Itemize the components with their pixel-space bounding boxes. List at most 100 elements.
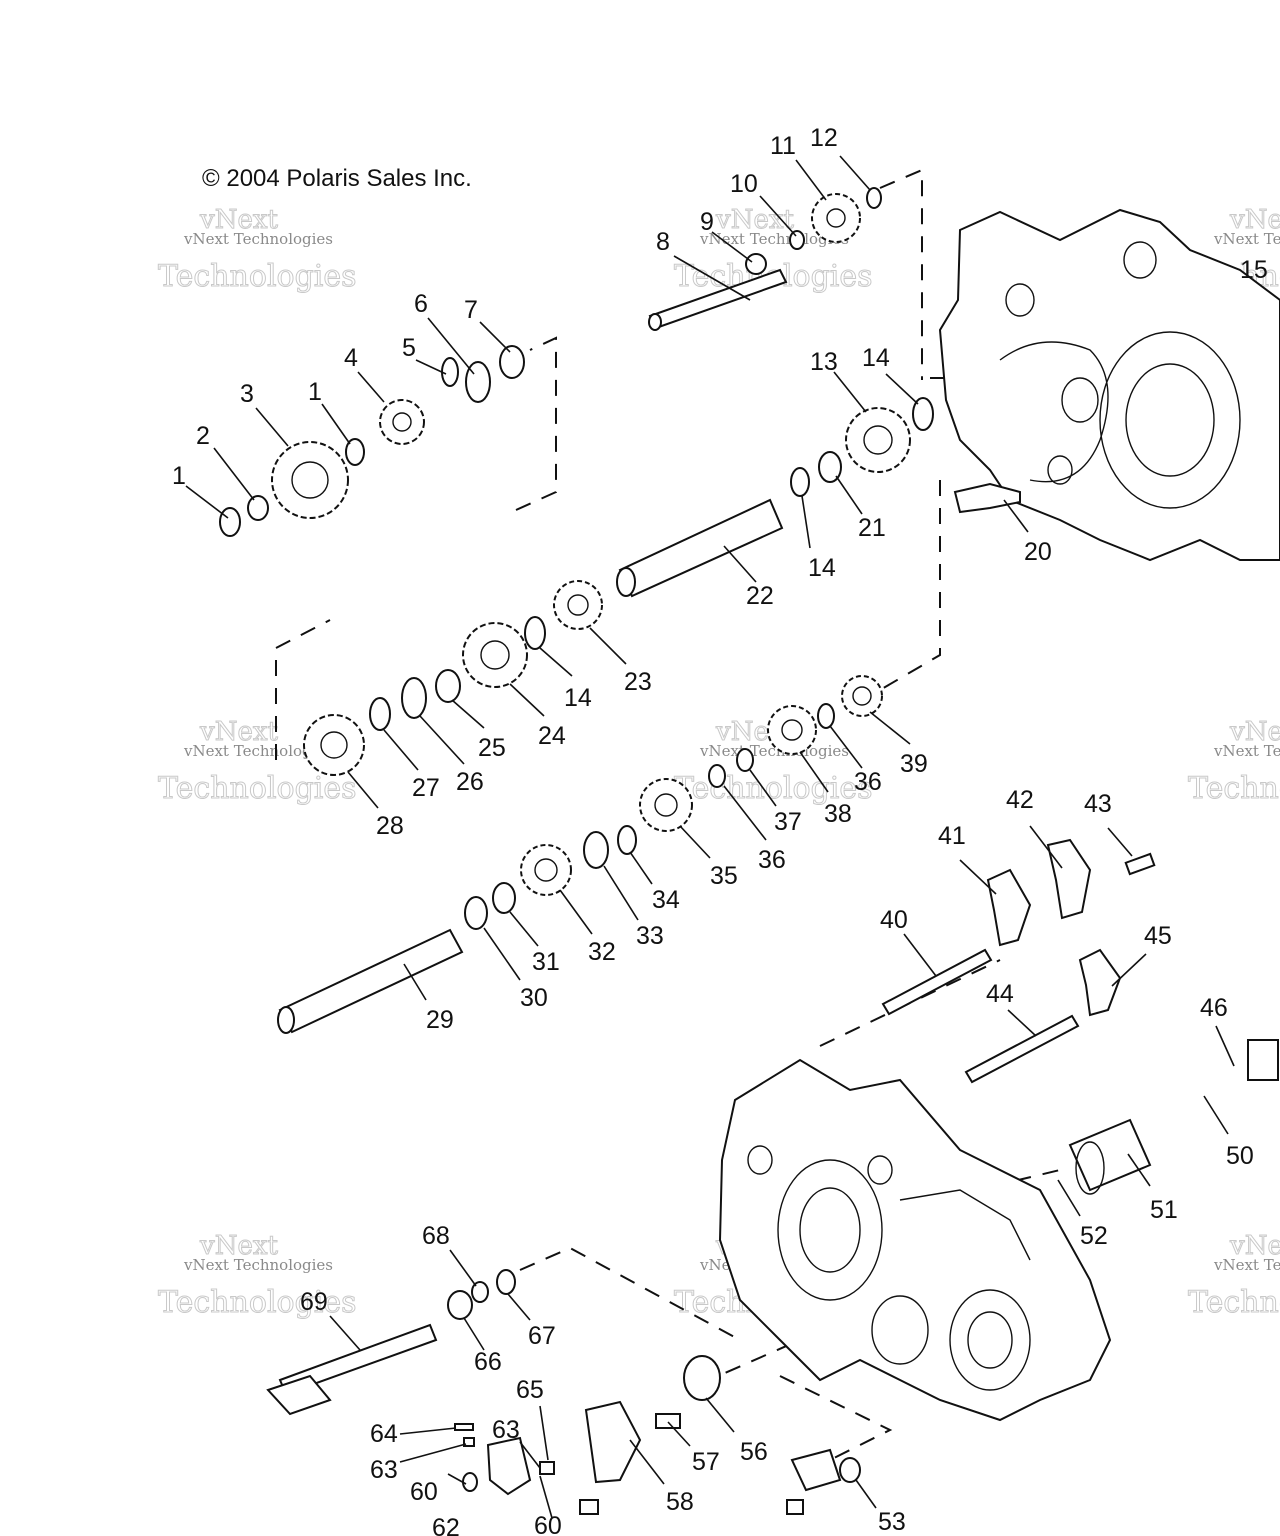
gear-hub — [654, 793, 678, 817]
assembly-line — [519, 1246, 741, 1341]
leader-lines — [185, 155, 1235, 1519]
washer — [345, 438, 365, 466]
shaft-end — [277, 1006, 295, 1034]
gear-hub — [320, 731, 348, 759]
pin — [454, 1423, 474, 1431]
gear — [379, 399, 425, 445]
callout-label: 63 — [370, 1456, 398, 1484]
callout-label: 14 — [564, 684, 592, 712]
leader-line — [347, 771, 379, 809]
leader-line — [447, 1473, 467, 1485]
watermark-line2: vNext Technologies — [699, 742, 849, 760]
callout-label: 69 — [300, 1288, 328, 1316]
leader-line — [855, 1479, 877, 1509]
bearing-bore — [777, 1159, 883, 1301]
leader-line — [673, 255, 751, 301]
callout-label: 26 — [456, 768, 484, 796]
gear — [639, 778, 693, 832]
leader-line — [959, 859, 997, 895]
washer — [464, 896, 488, 930]
leader-line — [483, 927, 521, 981]
callout-label: 5 — [402, 334, 416, 362]
leader-line — [589, 627, 627, 665]
leader-line — [1003, 499, 1029, 533]
shaft — [881, 948, 993, 1016]
callout-label: 46 — [1200, 994, 1228, 1022]
watermark-line3: Technologies — [158, 771, 357, 806]
leader-line — [539, 1475, 553, 1519]
leader-line — [357, 371, 385, 403]
gear-teeth — [811, 193, 861, 243]
crankcase-half — [718, 1058, 1112, 1422]
leader-line — [1107, 827, 1133, 857]
washer — [583, 831, 609, 869]
gear-teeth — [271, 441, 349, 519]
callout-label: 21 — [858, 514, 886, 542]
bushing — [818, 451, 842, 483]
watermark-line1: vNext — [1229, 1231, 1280, 1261]
callout-label: 51 — [1150, 1196, 1178, 1224]
watermark-line1: vNext — [199, 1231, 278, 1261]
index-lever — [486, 1436, 532, 1496]
callout-label: 66 — [474, 1348, 502, 1376]
gear-teeth — [520, 844, 572, 896]
washer — [912, 397, 934, 431]
callout-label: 57 — [692, 1448, 720, 1476]
pin — [745, 253, 767, 275]
gear-teeth — [841, 675, 883, 717]
callout-label: 60 — [410, 1478, 438, 1506]
gear-teeth — [845, 407, 911, 473]
callout-labels: 1 2 3 1 4 5 6 7 8 9 10 11 12 13 14 14 14… — [172, 124, 1268, 1536]
gear-hub — [392, 412, 412, 432]
washer — [708, 764, 726, 788]
callout-label: 24 — [538, 722, 566, 750]
callout-label: 1 — [308, 378, 322, 406]
watermark-line2: vNext Technologies — [183, 1256, 333, 1274]
seal — [683, 1355, 721, 1401]
leader-line — [1029, 825, 1063, 869]
shift-fork — [1046, 838, 1092, 920]
washer — [219, 507, 241, 537]
bolt — [655, 1413, 681, 1429]
leader-line — [451, 699, 485, 729]
watermark-line3: Technologies — [674, 771, 873, 806]
snap-ring — [617, 825, 637, 855]
watermark-line2: vNext Technologies — [1213, 230, 1280, 248]
callout-label: 1 — [172, 462, 186, 490]
callout-label: 4 — [344, 344, 358, 372]
leader-line — [1111, 953, 1147, 987]
leader-line — [321, 403, 351, 445]
bushing — [789, 230, 805, 250]
leader-line — [799, 751, 829, 793]
assembly-line — [275, 619, 331, 760]
washer — [866, 187, 882, 209]
callout-label: 34 — [652, 886, 680, 914]
case-hole — [1123, 241, 1157, 279]
leader-line — [509, 911, 539, 947]
leader-line — [507, 1293, 531, 1321]
assembly-line — [879, 168, 923, 380]
callout-label: 20 — [1024, 538, 1052, 566]
leader-line — [539, 1405, 549, 1461]
callout-label: 13 — [810, 348, 838, 376]
leader-line — [383, 729, 419, 771]
callout-label: 53 — [878, 1508, 906, 1536]
watermark: vNext vNext Technologies Technologies — [1188, 717, 1280, 807]
leader-line — [1127, 1153, 1151, 1187]
shift-shaft — [953, 482, 1021, 514]
callout-label: 60 — [534, 1512, 562, 1536]
roller — [539, 1461, 555, 1475]
watermark: vNext vNext Technologies Technologies — [158, 1231, 358, 1321]
watermark-line1: vNext — [199, 205, 278, 235]
callout-label: 25 — [478, 734, 506, 762]
watermark: vNext vNext Technologies Technologies — [158, 717, 358, 807]
crankcase-half — [938, 208, 1280, 562]
leader-line — [415, 359, 447, 375]
leader-line — [679, 825, 711, 859]
gear — [553, 580, 603, 630]
callout-label: 11 — [770, 132, 796, 160]
leader-line — [509, 683, 545, 717]
case-hole — [871, 1295, 929, 1365]
gear-teeth — [379, 399, 425, 445]
leader-line — [539, 647, 573, 677]
